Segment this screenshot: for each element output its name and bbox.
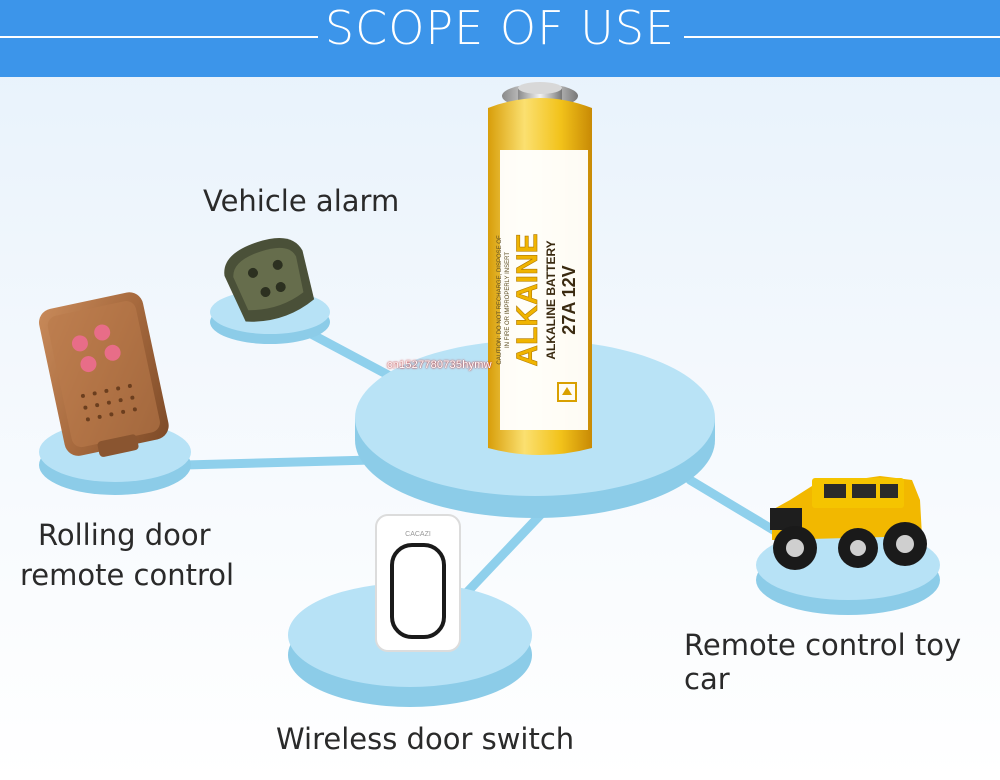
header-right-rule <box>684 36 1000 38</box>
arm-door-switch <box>450 505 550 610</box>
watermark: cn1527780735hymw <box>387 359 492 371</box>
arm-rolling-door <box>180 455 377 470</box>
page-title: SCOPE OF USE <box>324 1 676 55</box>
battery-caution-1: CAUTION: DO NOT RECHARGE, DISPOSE OF <box>497 235 503 365</box>
rolling-door-remote <box>39 292 169 457</box>
battery-caution-2: IN FIRE OR IMPROPERLY INSERT <box>505 252 511 348</box>
battery-type: ALKALINE BATTERY <box>544 240 558 359</box>
header-bar: SCOPE OF USE <box>0 0 1000 77</box>
label-toy-car: Remote control toy car <box>684 628 962 696</box>
doorbell-brand: CACAZI <box>405 531 431 538</box>
vehicle-alarm-remote <box>224 237 315 322</box>
battery-brand: ALKAINE <box>511 233 544 366</box>
label-rolling-door-line1: Rolling door <box>38 518 211 552</box>
label-vehicle-alarm: Vehicle alarm <box>203 184 400 218</box>
wireless-door-switch: CACAZI <box>375 514 461 652</box>
recycle-icon <box>557 382 577 402</box>
recycle-icon-mark <box>562 387 572 395</box>
label-rolling-door-line2: remote control <box>20 558 235 592</box>
toy-car <box>770 476 927 570</box>
label-door-switch: Wireless door switch <box>276 722 575 756</box>
header-left-rule <box>0 36 318 38</box>
battery-model: 27A 12V <box>559 265 579 334</box>
battery-image: ALKAINE ALKALINE BATTERY 27A 12V CAUTION… <box>488 82 592 455</box>
